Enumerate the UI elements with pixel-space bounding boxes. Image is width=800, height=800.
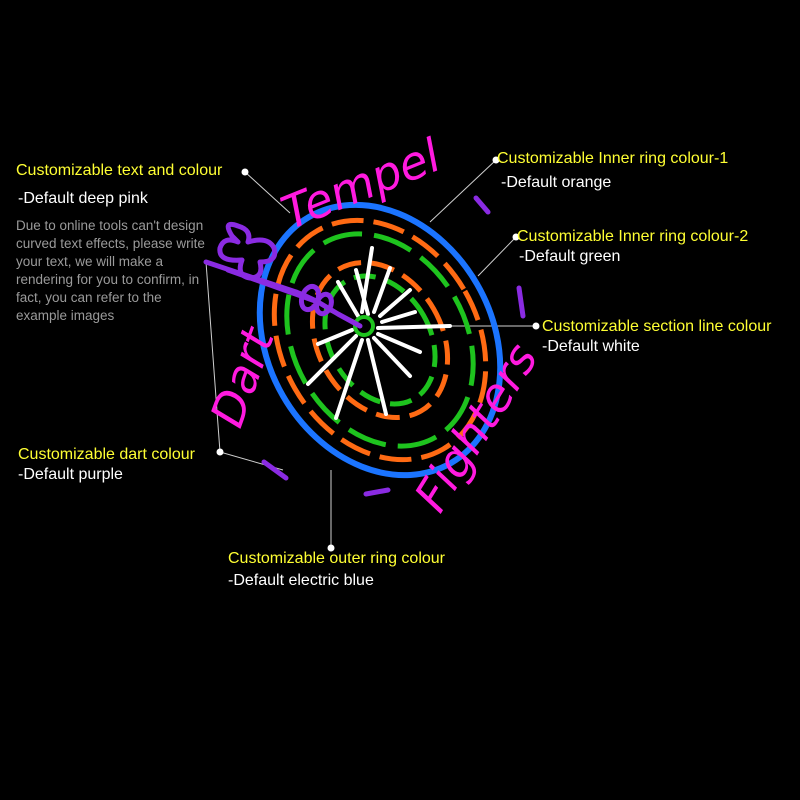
dart-colour-default: -Default purple bbox=[18, 466, 123, 483]
leader-line-inner-ring-1 bbox=[429, 159, 497, 223]
inner-ring-1-title: Customizable Inner ring colour-1 bbox=[497, 150, 729, 167]
outer-ring bbox=[256, 201, 504, 479]
text-colour-default: -Default deep pink bbox=[18, 190, 148, 207]
curved-text-note: Due to online tools can't design curved … bbox=[16, 218, 205, 323]
section-line-title: Customizable section line colour bbox=[542, 318, 772, 335]
dartboard-icon bbox=[256, 201, 504, 479]
sign-word-fighters: Fighters bbox=[404, 334, 549, 521]
leader-line-text bbox=[244, 171, 291, 214]
inner-ring-2-default: -Default green bbox=[519, 248, 621, 265]
inner-ring-2-inner bbox=[322, 273, 438, 407]
dart-flight bbox=[217, 221, 278, 281]
dart-colour-title: Customizable dart colour bbox=[18, 446, 195, 463]
section-lines bbox=[306, 246, 452, 420]
text-colour-title: Customizable text and colour bbox=[16, 162, 223, 179]
leader-dots bbox=[216, 156, 540, 552]
inner-ring-1-default: -Default orange bbox=[501, 174, 612, 191]
section-line-default: -Default white bbox=[542, 338, 640, 355]
inner-ring-1-outer bbox=[271, 217, 489, 463]
dart-icon bbox=[203, 221, 363, 329]
leader-line-inner-ring-2 bbox=[477, 236, 517, 277]
inner-ring-2-outer bbox=[284, 231, 476, 449]
inner-ring-1-inner bbox=[309, 260, 451, 420]
outer-ring-default: -Default electric blue bbox=[228, 572, 374, 589]
decor-arcs bbox=[261, 195, 526, 497]
outer-ring-title: Customizable outer ring colour bbox=[228, 550, 445, 567]
inner-ring-2-title: Customizable Inner ring colour-2 bbox=[517, 228, 749, 245]
